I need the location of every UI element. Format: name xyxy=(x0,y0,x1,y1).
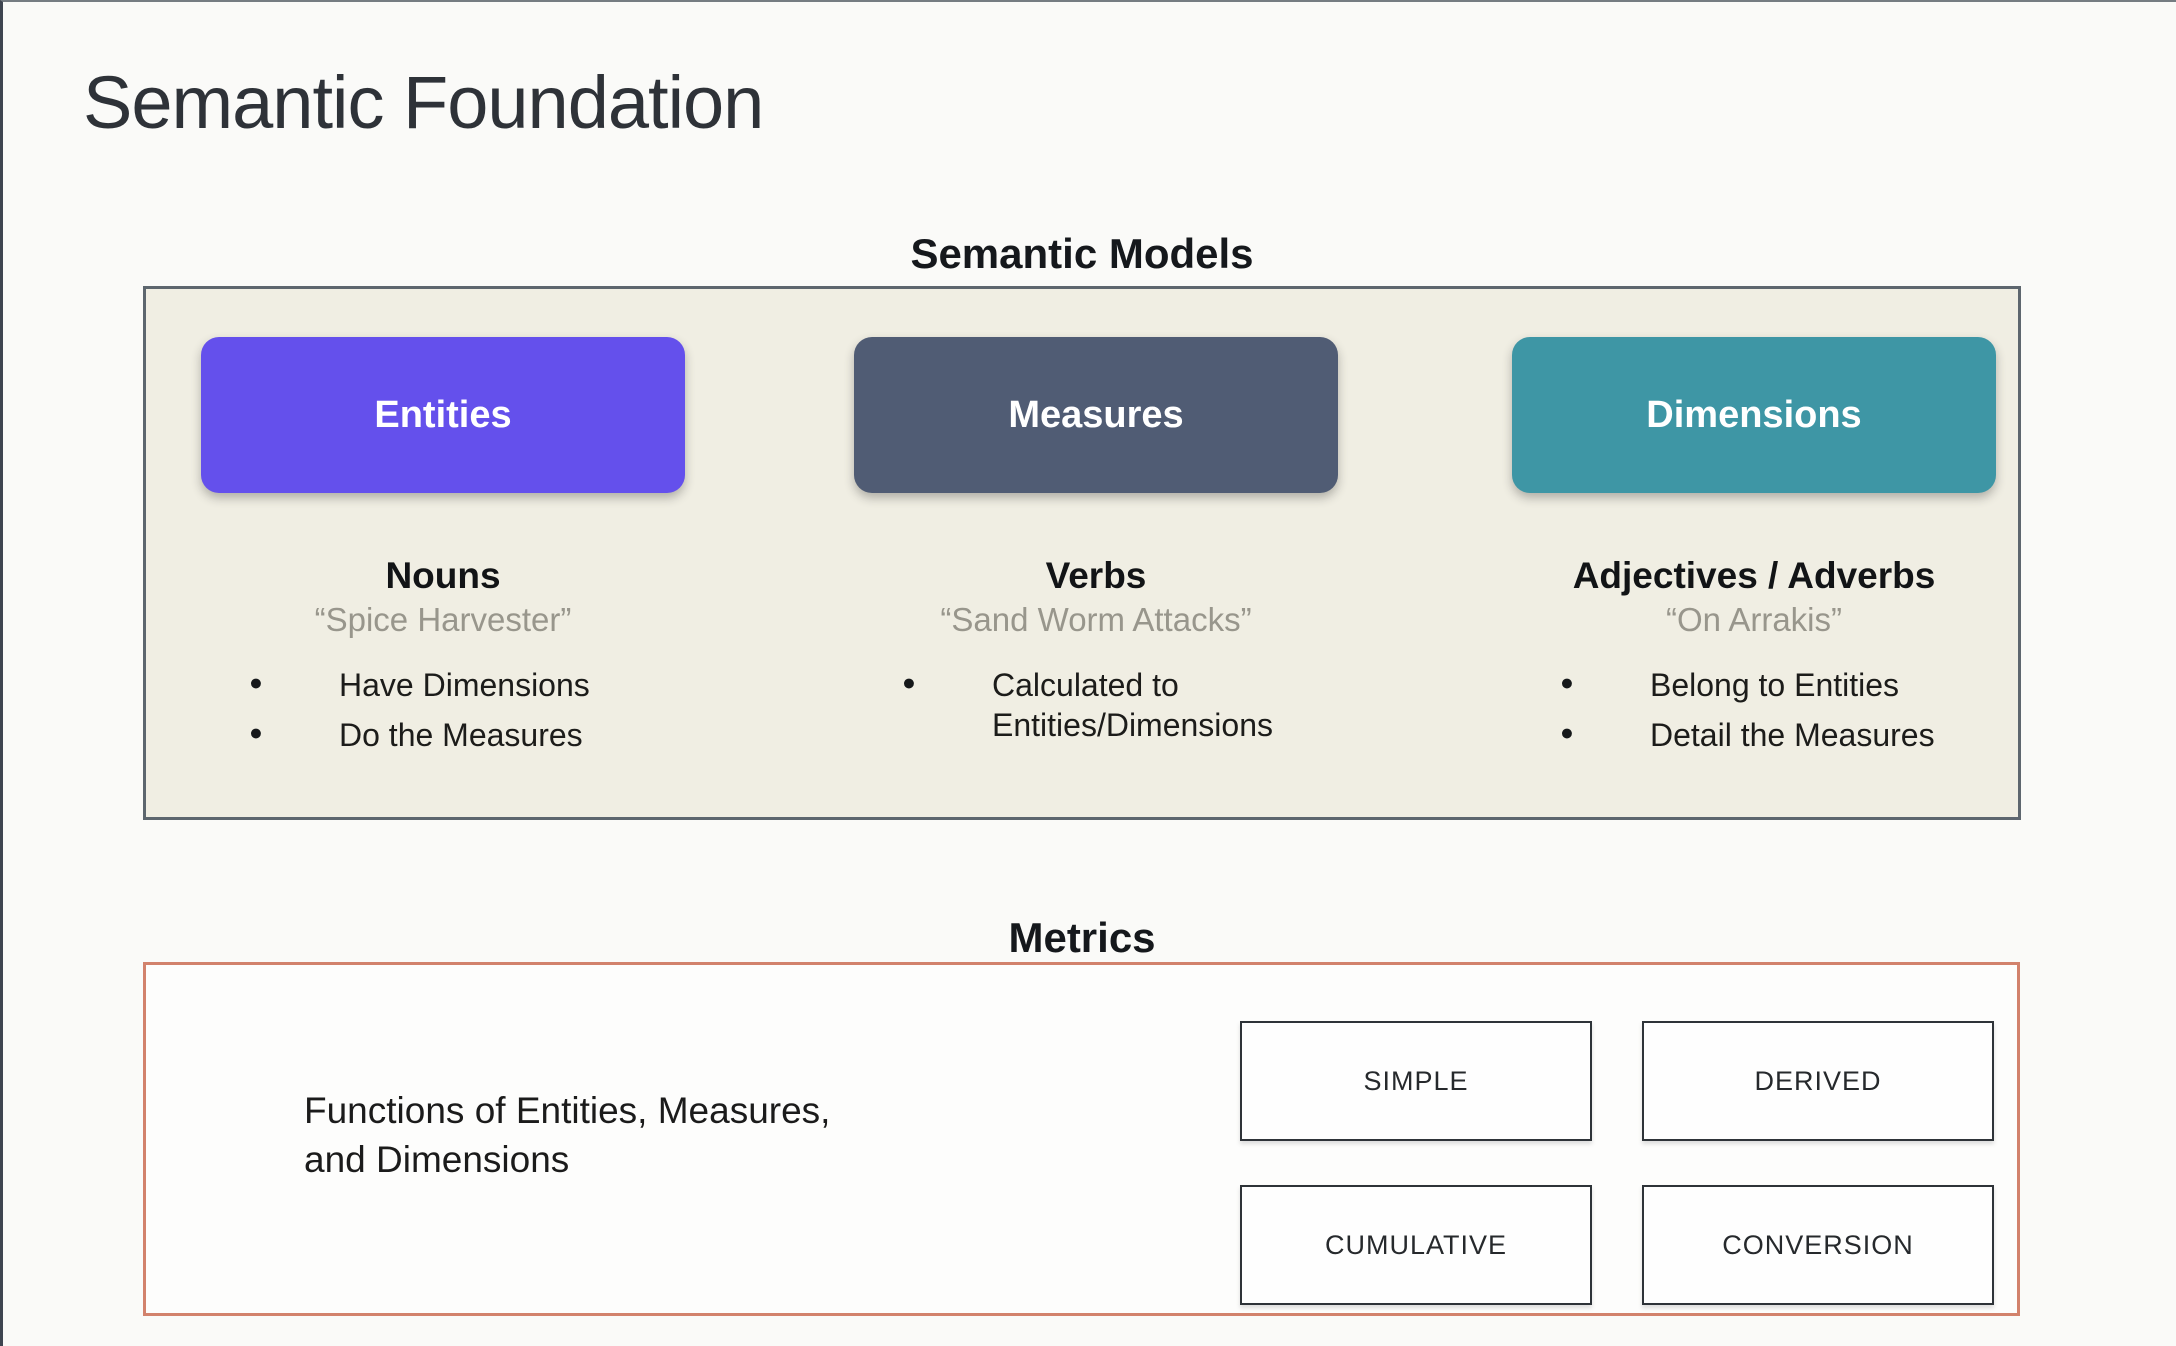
metric-card-simple: SIMPLE xyxy=(1240,1021,1592,1141)
page-title: Semantic Foundation xyxy=(83,61,764,144)
entities-pill: Entities xyxy=(201,337,685,493)
measures-example-label: “Sand Worm Attacks” xyxy=(940,601,1252,638)
dimensions-role-label: Adjectives / Adverbs xyxy=(1572,555,1936,596)
entities-example-label: “Spice Harvester” xyxy=(314,601,572,638)
dimensions-example-label: “On Arrakis” xyxy=(1665,601,1843,638)
bullet-item: Belong to Entities xyxy=(1512,665,1996,705)
measures-role-label: Verbs xyxy=(1045,555,1147,596)
metric-type-grid: SIMPLE DERIVED CUMULATIVE CONVERSION xyxy=(1240,1021,1994,1305)
bullet-item: Detail the Measures xyxy=(1512,715,1996,755)
metric-card-conversion: CONVERSION xyxy=(1642,1185,1994,1305)
entities-role-label: Nouns xyxy=(385,555,501,596)
semantic-models-heading: Semantic Models xyxy=(910,230,1254,277)
semantic-models-panel: Entities Nouns “Spice Harvester” Have Di… xyxy=(143,286,2021,820)
dimensions-pill: Dimensions xyxy=(1512,337,1996,493)
measures-pill: Measures xyxy=(854,337,1338,493)
entities-bullet-list: Have Dimensions Do the Measures xyxy=(201,665,685,755)
dimensions-bullet-list: Belong to Entities Detail the Measures xyxy=(1512,665,1996,755)
entities-column: Entities Nouns “Spice Harvester” Have Di… xyxy=(201,337,685,765)
measures-bullet-list: Calculated to Entities/Dimensions xyxy=(854,665,1338,745)
measures-column: Measures Verbs “Sand Worm Attacks” Calcu… xyxy=(854,337,1338,755)
metrics-heading: Metrics xyxy=(1008,914,1156,961)
dimensions-column: Dimensions Adjectives / Adverbs “On Arra… xyxy=(1512,337,1996,765)
bullet-item: Do the Measures xyxy=(201,715,685,755)
bullet-item: Calculated to Entities/Dimensions xyxy=(854,665,1338,745)
metric-card-cumulative: CUMULATIVE xyxy=(1240,1185,1592,1305)
bullet-item: Have Dimensions xyxy=(201,665,685,705)
metric-card-derived: DERIVED xyxy=(1642,1021,1994,1141)
metrics-panel: Functions of Entities, Measures, and Dim… xyxy=(143,962,2020,1316)
metrics-description: Functions of Entities, Measures, and Dim… xyxy=(304,1090,831,1180)
